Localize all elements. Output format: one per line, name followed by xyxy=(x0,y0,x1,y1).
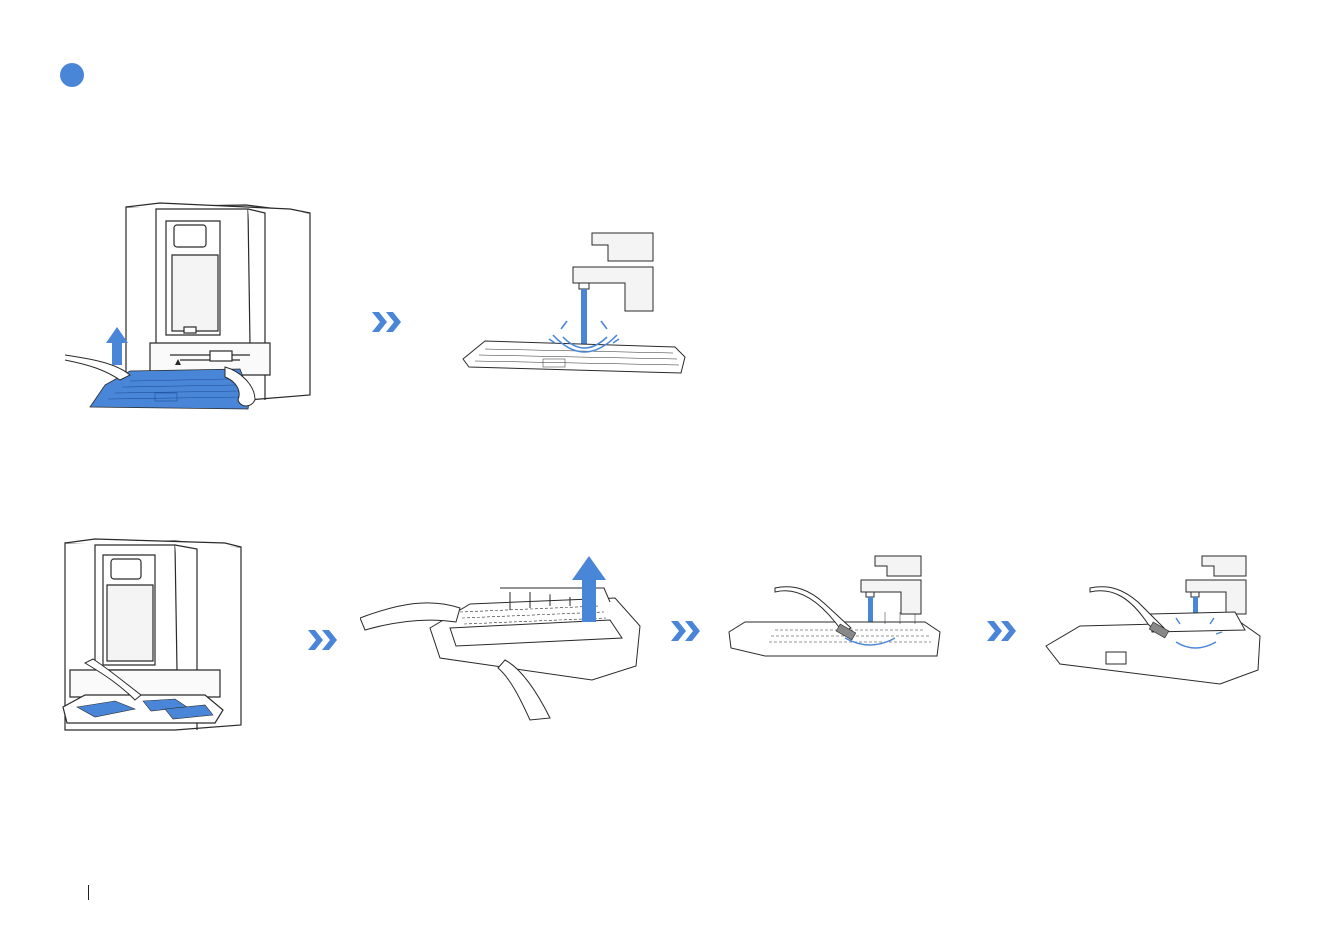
station-remove-tray-illustration xyxy=(60,195,320,420)
lift-tray-illustration xyxy=(360,548,645,723)
next-step-chevron-icon xyxy=(370,309,406,335)
next-step-chevron-icon xyxy=(669,618,705,644)
station-open-base-illustration xyxy=(55,535,255,735)
next-step-chevron-icon xyxy=(306,627,342,653)
step-marker-icon xyxy=(60,63,84,87)
brush-tray-tap-illustration xyxy=(725,552,945,677)
page-number-divider xyxy=(88,885,89,900)
next-step-chevron-icon xyxy=(985,618,1021,644)
rinse-tray-under-tap-illustration xyxy=(455,225,700,385)
brush-base-tap-illustration xyxy=(1040,552,1265,692)
